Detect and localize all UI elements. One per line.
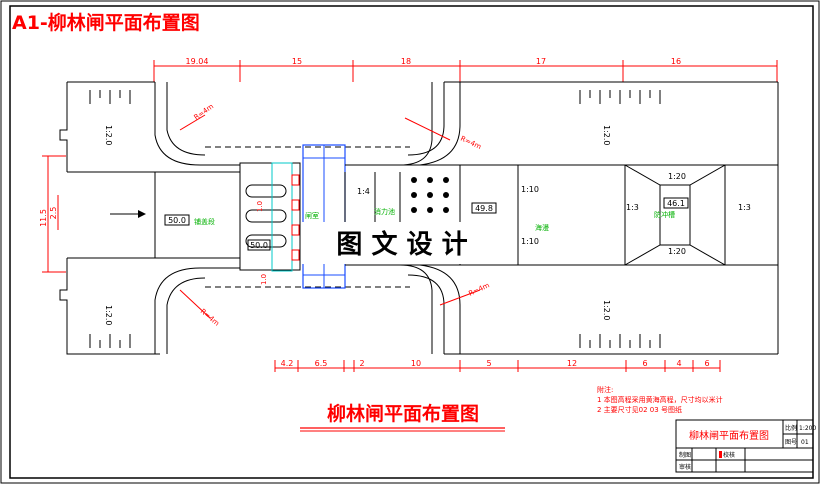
title-block: 柳林闸平面布置图 比例 1:200 图号 01 制图 审核 校核 [675,419,816,473]
notes-heading: 附注: [597,385,613,394]
top-dim-3: 18 [401,57,411,66]
slope-pool-bottom: 1:20 [668,247,686,256]
slope-wing-a: 1:10 [521,185,539,194]
bottom-dim-5: 5 [486,359,491,368]
elevation-3: 49.8 [475,204,493,213]
top-dim-2: 15 [292,57,302,66]
section-label-4: 海漫 [535,223,549,232]
radius-label-1: R=4m [193,102,216,121]
notes-line-1: 1 本图高程采用黄海高程，尺寸均以米计 [597,395,723,404]
section-label-3: 消力池 [374,207,395,216]
bottom-dim-3: 2 [359,359,364,368]
radius-label-3: R=4m [199,307,221,327]
drawing-label: A1-柳林闸平面布置图 [12,11,200,34]
section-label-2: 闸室 [305,211,319,220]
left-dim-2: 2.5 [49,207,58,220]
top-dim-4: 17 [536,57,546,66]
slope-upper-left: 1:2.0 [104,125,113,146]
channel-outline [59,81,779,355]
radius-label-2: R=4m [459,135,482,152]
slope-lower-left: 1:2.0 [104,305,113,326]
watermark-box [301,222,502,264]
elevation-2: 50.0 [250,241,268,250]
radius-label-4: R=4m [467,281,490,298]
top-dim-5: 16 [671,57,681,66]
bottom-dim-8: 4 [676,359,681,368]
slope-lower-right: 1:2.0 [602,300,611,321]
radius-leaders: R=4m R=4m R=4m R=4m [179,102,491,328]
elevation-markers: 50.0 50.0 49.8 46.1 [164,197,689,251]
slope-gate: 1:4 [357,187,370,196]
slope-upper-right: 1:2.0 [602,125,611,146]
section-label-5: 防冲槽 [654,210,675,219]
bottom-dim-6: 12 [567,359,577,368]
notes: 附注: 1 本图高程采用黄海高程，尺寸均以米计 2 主要尺寸见02 03 号图纸 [597,385,723,414]
left-dim-1: 11.5 [39,209,48,227]
title-block-sheet-value: 01 [801,439,809,446]
top-dim-1: 19.04 [186,57,209,66]
watermark-text: 图 文 设 计 [336,229,467,260]
title-block-row1-value: 校核 [723,451,735,459]
slope-basin-b: 1:3 [738,203,751,212]
slope-wing-b: 1:10 [521,237,539,246]
elevation-4: 46.1 [667,199,685,208]
small-dim-2: 1.0 [260,274,268,285]
left-dimension-chain: 11.5 2.5 [39,155,66,273]
bottom-dim-7: 6 [642,359,647,368]
baffle-blocks [411,177,449,213]
bottom-dimension-chain: 4.2 6.5 2 10 5 12 6 4 6 [274,359,721,372]
bottom-dim-9: 6 [704,359,709,368]
section-label-1: 铺盖段 [194,217,215,226]
slope-basin-a: 1:3 [626,203,639,212]
title-block-name: 柳林闸平面布置图 [689,429,769,442]
bottom-dim-1: 4.2 [281,359,294,368]
bottom-dim-2: 6.5 [315,359,328,368]
title-block-scale-label: 比例 [785,424,797,432]
title-block-row1-label: 制图 [679,451,691,459]
title-block-sheet-label: 图号 [785,439,797,446]
slope-pool-top: 1:20 [668,172,686,181]
slope-labels: 1:2.0 1:2.0 1:2.0 1:2.0 1:4 1:10 1:10 1:… [104,125,751,326]
elevation-1: 50.0 [168,216,186,225]
small-dim-1: 1.0 [256,201,264,212]
main-title: 柳林闸平面布置图 [327,402,479,425]
inner-frame [9,5,814,479]
section-labels: 铺盖段 闸室 消力池 海漫 防冲槽 [194,207,675,232]
top-dimension-chain: 19.04 15 18 17 16 [153,57,778,82]
title-block-row2-label: 审核 [679,463,691,471]
bottom-dim-4: 10 [411,359,421,368]
title-block-scale-value: 1:200 [799,425,816,432]
notes-line-2: 2 主要尺寸见02 03 号图纸 [597,405,682,414]
